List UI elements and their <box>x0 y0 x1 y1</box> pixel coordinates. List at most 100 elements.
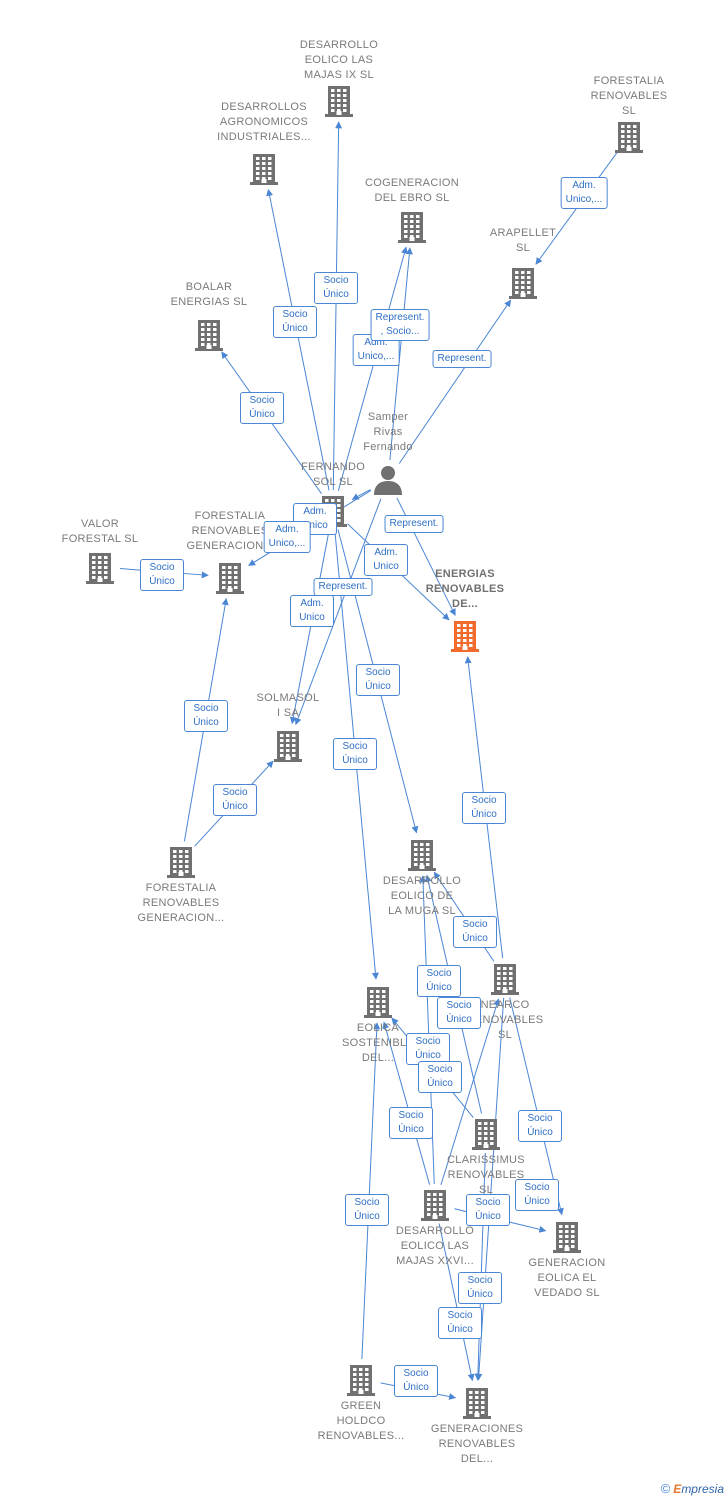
building-icon[interactable] <box>405 837 439 871</box>
edge-label[interactable]: Represent. <box>384 515 444 533</box>
node-majas9[interactable]: DESARROLLO EOLICO LAS MAJAS IX SL <box>274 38 404 83</box>
edge-nearco-to-vedado <box>509 997 564 1216</box>
edge-label[interactable]: Socio Único <box>437 997 481 1029</box>
node-arapellet[interactable]: ARAPELLET SL <box>458 226 588 256</box>
building-icon[interactable] <box>213 560 247 594</box>
edge-label[interactable]: Socio Único <box>345 1194 389 1226</box>
edge-label[interactable]: Represent. <box>313 578 373 596</box>
node-nearco[interactable]: NEARCO RENOVABLES SL <box>440 998 570 1043</box>
edge-label[interactable]: Socio Único <box>406 1033 450 1065</box>
edge-label[interactable]: Socio Único <box>417 965 461 997</box>
node-samper[interactable]: Samper Rivas Fernando <box>323 410 453 455</box>
node-label: FERNANDO SOL SL <box>300 461 366 488</box>
node-label: SOLMASOL I SA <box>256 692 320 719</box>
node-energias_renovables[interactable]: ENERGIAS RENOVABLES DE... <box>400 567 530 612</box>
edge-label[interactable]: Socio Único <box>466 1194 510 1226</box>
edge-label[interactable]: Socio Único <box>453 916 497 948</box>
node-label: GREEN HOLDCO RENOVABLES... <box>317 1400 405 1442</box>
node-muga[interactable]: DESARROLLO EOLICO DE LA MUGA SL <box>357 874 487 919</box>
node-forestalia_gen1[interactable]: FORESTALIA RENOVABLES GENERACION... <box>165 509 295 554</box>
person-icon[interactable] <box>371 463 405 497</box>
building-icon[interactable] <box>612 119 646 153</box>
building-icon[interactable] <box>550 1219 584 1253</box>
edge-label[interactable]: Represent. <box>432 350 492 368</box>
node-label: DESARROLLOS AGRONOMICOS INDUSTRIALES... <box>217 101 311 143</box>
brand-name: mpresia <box>681 1482 724 1496</box>
edge-label[interactable]: Socio Único <box>356 664 400 696</box>
node-valor_forestal[interactable]: VALOR FORESTAL SL <box>35 517 165 547</box>
node-label: FORESTALIA RENOVABLES GENERACION... <box>186 510 274 552</box>
edge-samper-to-solmasol <box>294 498 382 726</box>
node-label: GENERACIONES RENOVABLES DEL... <box>430 1423 524 1465</box>
node-majas26[interactable]: DESARROLLO EOLICO LAS MAJAS XXVI... <box>370 1224 500 1269</box>
building-icon[interactable] <box>344 1362 378 1396</box>
edge-label[interactable]: Represent. , Socio... <box>370 309 430 341</box>
edge-label[interactable]: Socio Único <box>394 1365 438 1397</box>
edge-label[interactable]: Socio Único <box>140 559 184 591</box>
building-icon[interactable] <box>460 1385 494 1419</box>
edge-label[interactable]: Socio Único <box>273 306 317 338</box>
node-label: Samper Rivas Fernando <box>363 411 413 453</box>
node-label: ENERGIAS RENOVABLES DE... <box>425 568 505 610</box>
building-icon[interactable] <box>488 961 522 995</box>
edge-label[interactable]: Socio Único <box>462 792 506 824</box>
node-label: DESARROLLO EOLICO LAS MAJAS XXVI... <box>395 1225 475 1267</box>
building-icon[interactable] <box>418 1187 452 1221</box>
edge-label[interactable]: Adm. Unico,... <box>560 177 608 209</box>
edge-label[interactable]: Adm. Unico <box>290 595 334 627</box>
copyright-symbol: © <box>660 1481 671 1496</box>
building-icon[interactable] <box>164 844 198 878</box>
building-icon[interactable] <box>271 728 305 762</box>
node-forestalia_sl[interactable]: FORESTALIA RENOVABLES SL <box>564 74 694 119</box>
node-cogeneracion[interactable]: COGENERACION DEL EBRO SL <box>347 176 477 206</box>
building-icon[interactable] <box>506 265 540 299</box>
edge-label[interactable]: Socio Único <box>515 1179 559 1211</box>
building-icon[interactable] <box>469 1116 503 1150</box>
edge-label[interactable]: Socio Único <box>314 272 358 304</box>
edge-samper-to-cogeneracion <box>389 247 413 461</box>
empresia-watermark: ©Empresia <box>661 1481 724 1496</box>
edge-samper-to-arapellet <box>398 299 512 464</box>
edge-majas26-to-eolica_sostenible <box>382 1021 431 1185</box>
node-agronomicos[interactable]: DESARROLLOS AGRONOMICOS INDUSTRIALES... <box>199 100 329 145</box>
building-icon[interactable] <box>322 83 356 117</box>
node-label: VALOR FORESTAL SL <box>61 518 139 545</box>
node-clarissimus[interactable]: CLARISSIMUS RENOVABLES SL <box>421 1153 551 1198</box>
node-label: FORESTALIA RENOVABLES GENERACION... <box>137 882 225 924</box>
node-label: GENERACION EOLICA EL VEDADO SL <box>528 1257 606 1299</box>
edge-label[interactable]: Socio Único <box>458 1272 502 1304</box>
edge-label[interactable]: Socio Único <box>438 1307 482 1339</box>
edge-label[interactable]: Adm. Unico <box>364 544 408 576</box>
building-icon[interactable] <box>192 317 226 351</box>
node-boalar[interactable]: BOALAR ENERGIAS SL <box>144 280 274 310</box>
edge-fernando_sol-to-cogeneracion <box>337 246 408 491</box>
edge-label[interactable]: Socio Único <box>418 1061 462 1093</box>
node-eolica_sostenible[interactable]: EOLICA SOSTENIBLE DEL... <box>313 1021 443 1066</box>
node-generaciones[interactable]: GENERACIONES RENOVABLES DEL... <box>412 1422 542 1467</box>
node-fernando_sol[interactable]: FERNANDO SOL SL <box>268 460 398 490</box>
edge-label[interactable]: Adm. Unico,... <box>263 521 311 553</box>
edge-label[interactable]: Socio Único <box>389 1107 433 1139</box>
brand-first-letter: E <box>673 1482 682 1496</box>
node-label: NEARCO RENOVABLES SL <box>466 999 544 1041</box>
edge-label[interactable]: Socio Único <box>213 784 257 816</box>
node-forestalia_gen2[interactable]: FORESTALIA RENOVABLES GENERACION... <box>116 881 246 926</box>
building-icon[interactable] <box>83 550 117 584</box>
edge-label[interactable]: Socio Único <box>184 700 228 732</box>
building-icon[interactable] <box>247 151 281 185</box>
edge-label[interactable]: Socio Único <box>333 738 377 770</box>
node-label: BOALAR ENERGIAS SL <box>170 281 248 308</box>
building-icon[interactable] <box>448 618 482 652</box>
edge-label[interactable]: Socio Único <box>518 1110 562 1142</box>
node-label: FORESTALIA RENOVABLES SL <box>590 75 668 117</box>
node-solmasol[interactable]: SOLMASOL I SA <box>223 691 353 721</box>
edge-clarissimus-to-generaciones <box>474 1152 486 1381</box>
node-green_holdco[interactable]: GREEN HOLDCO RENOVABLES... <box>296 1399 426 1444</box>
building-icon[interactable] <box>361 984 395 1018</box>
edge-majas26-to-generaciones <box>438 1223 475 1382</box>
node-vedado[interactable]: GENERACION EOLICA EL VEDADO SL <box>502 1256 632 1301</box>
building-icon[interactable] <box>395 209 429 243</box>
edge-label[interactable]: Socio Único <box>240 392 284 424</box>
edge-nearco-to-generaciones <box>475 997 505 1381</box>
node-label: ARAPELLET SL <box>489 227 557 254</box>
